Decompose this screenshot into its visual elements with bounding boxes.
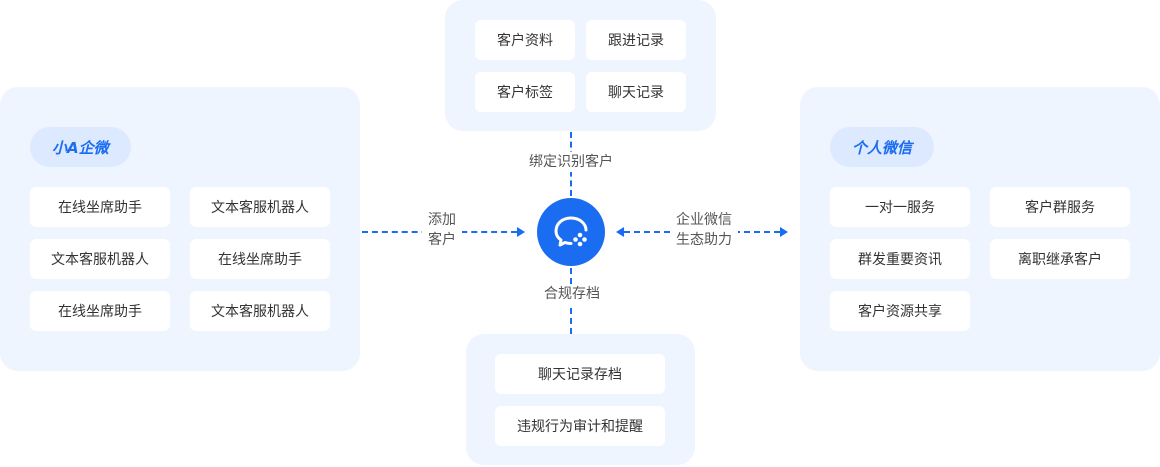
connector-left-label-line1: 添加	[428, 212, 456, 228]
connector-right-arrow-right	[780, 227, 788, 237]
connector-bottom-label: 合规存档	[540, 284, 604, 304]
chip-group-service: 客户群服务	[990, 187, 1130, 227]
connector-left-arrow	[517, 227, 525, 237]
chip-online-agent-assistant: 在线坐席助手	[190, 239, 330, 279]
connector-right-arrow-left	[616, 227, 624, 237]
left-panel: 小A企微 在线坐席助手 文本客服机器人 文本客服机器人 在线坐席助手 在线坐席助…	[0, 87, 360, 371]
chip-chat-records: 聊天记录	[586, 72, 686, 112]
connector-right-label: 企业微信 生态助力	[670, 210, 738, 250]
right-panel: 个人微信 一对一服务 客户群服务 群发重要资讯 离职继承客户 客户资源共享	[800, 87, 1160, 371]
connector-top-label: 绑定识别客户	[525, 152, 617, 172]
chip-text-service-bot: 文本客服机器人	[30, 239, 170, 279]
top-panel: 客户资料 跟进记录 客户标签 聊天记录	[445, 0, 716, 131]
chip-one-on-one-service: 一对一服务	[830, 187, 970, 227]
chip-online-agent-assistant: 在线坐席助手	[30, 291, 170, 331]
chip-customer-profile: 客户资料	[475, 20, 575, 60]
bottom-panel: 聊天记录存档 违规行为审计和提醒	[466, 334, 695, 465]
left-badge: 小A企微	[30, 127, 131, 167]
chip-violation-audit: 违规行为审计和提醒	[495, 406, 665, 446]
chip-chat-archive: 聊天记录存档	[495, 354, 665, 394]
right-badge: 个人微信	[830, 127, 935, 167]
connector-right-label-line1: 企业微信	[676, 212, 732, 228]
hub-circle	[537, 198, 605, 266]
wecom-chat-icon	[554, 216, 588, 247]
chip-mass-news: 群发重要资讯	[830, 239, 970, 279]
chip-resource-sharing: 客户资源共享	[830, 291, 970, 331]
chip-text-service-bot: 文本客服机器人	[190, 187, 330, 227]
chip-customer-tags: 客户标签	[475, 72, 575, 112]
connector-left-label-line2: 客户	[428, 232, 456, 248]
chip-departed-inheritance: 离职继承客户	[990, 239, 1130, 279]
chip-follow-up-records: 跟进记录	[586, 20, 686, 60]
chip-text-service-bot: 文本客服机器人	[190, 291, 330, 331]
connector-right-label-line2: 生态助力	[676, 232, 732, 248]
chip-online-agent-assistant: 在线坐席助手	[30, 187, 170, 227]
connector-left-label: 添加 客户	[422, 210, 462, 250]
